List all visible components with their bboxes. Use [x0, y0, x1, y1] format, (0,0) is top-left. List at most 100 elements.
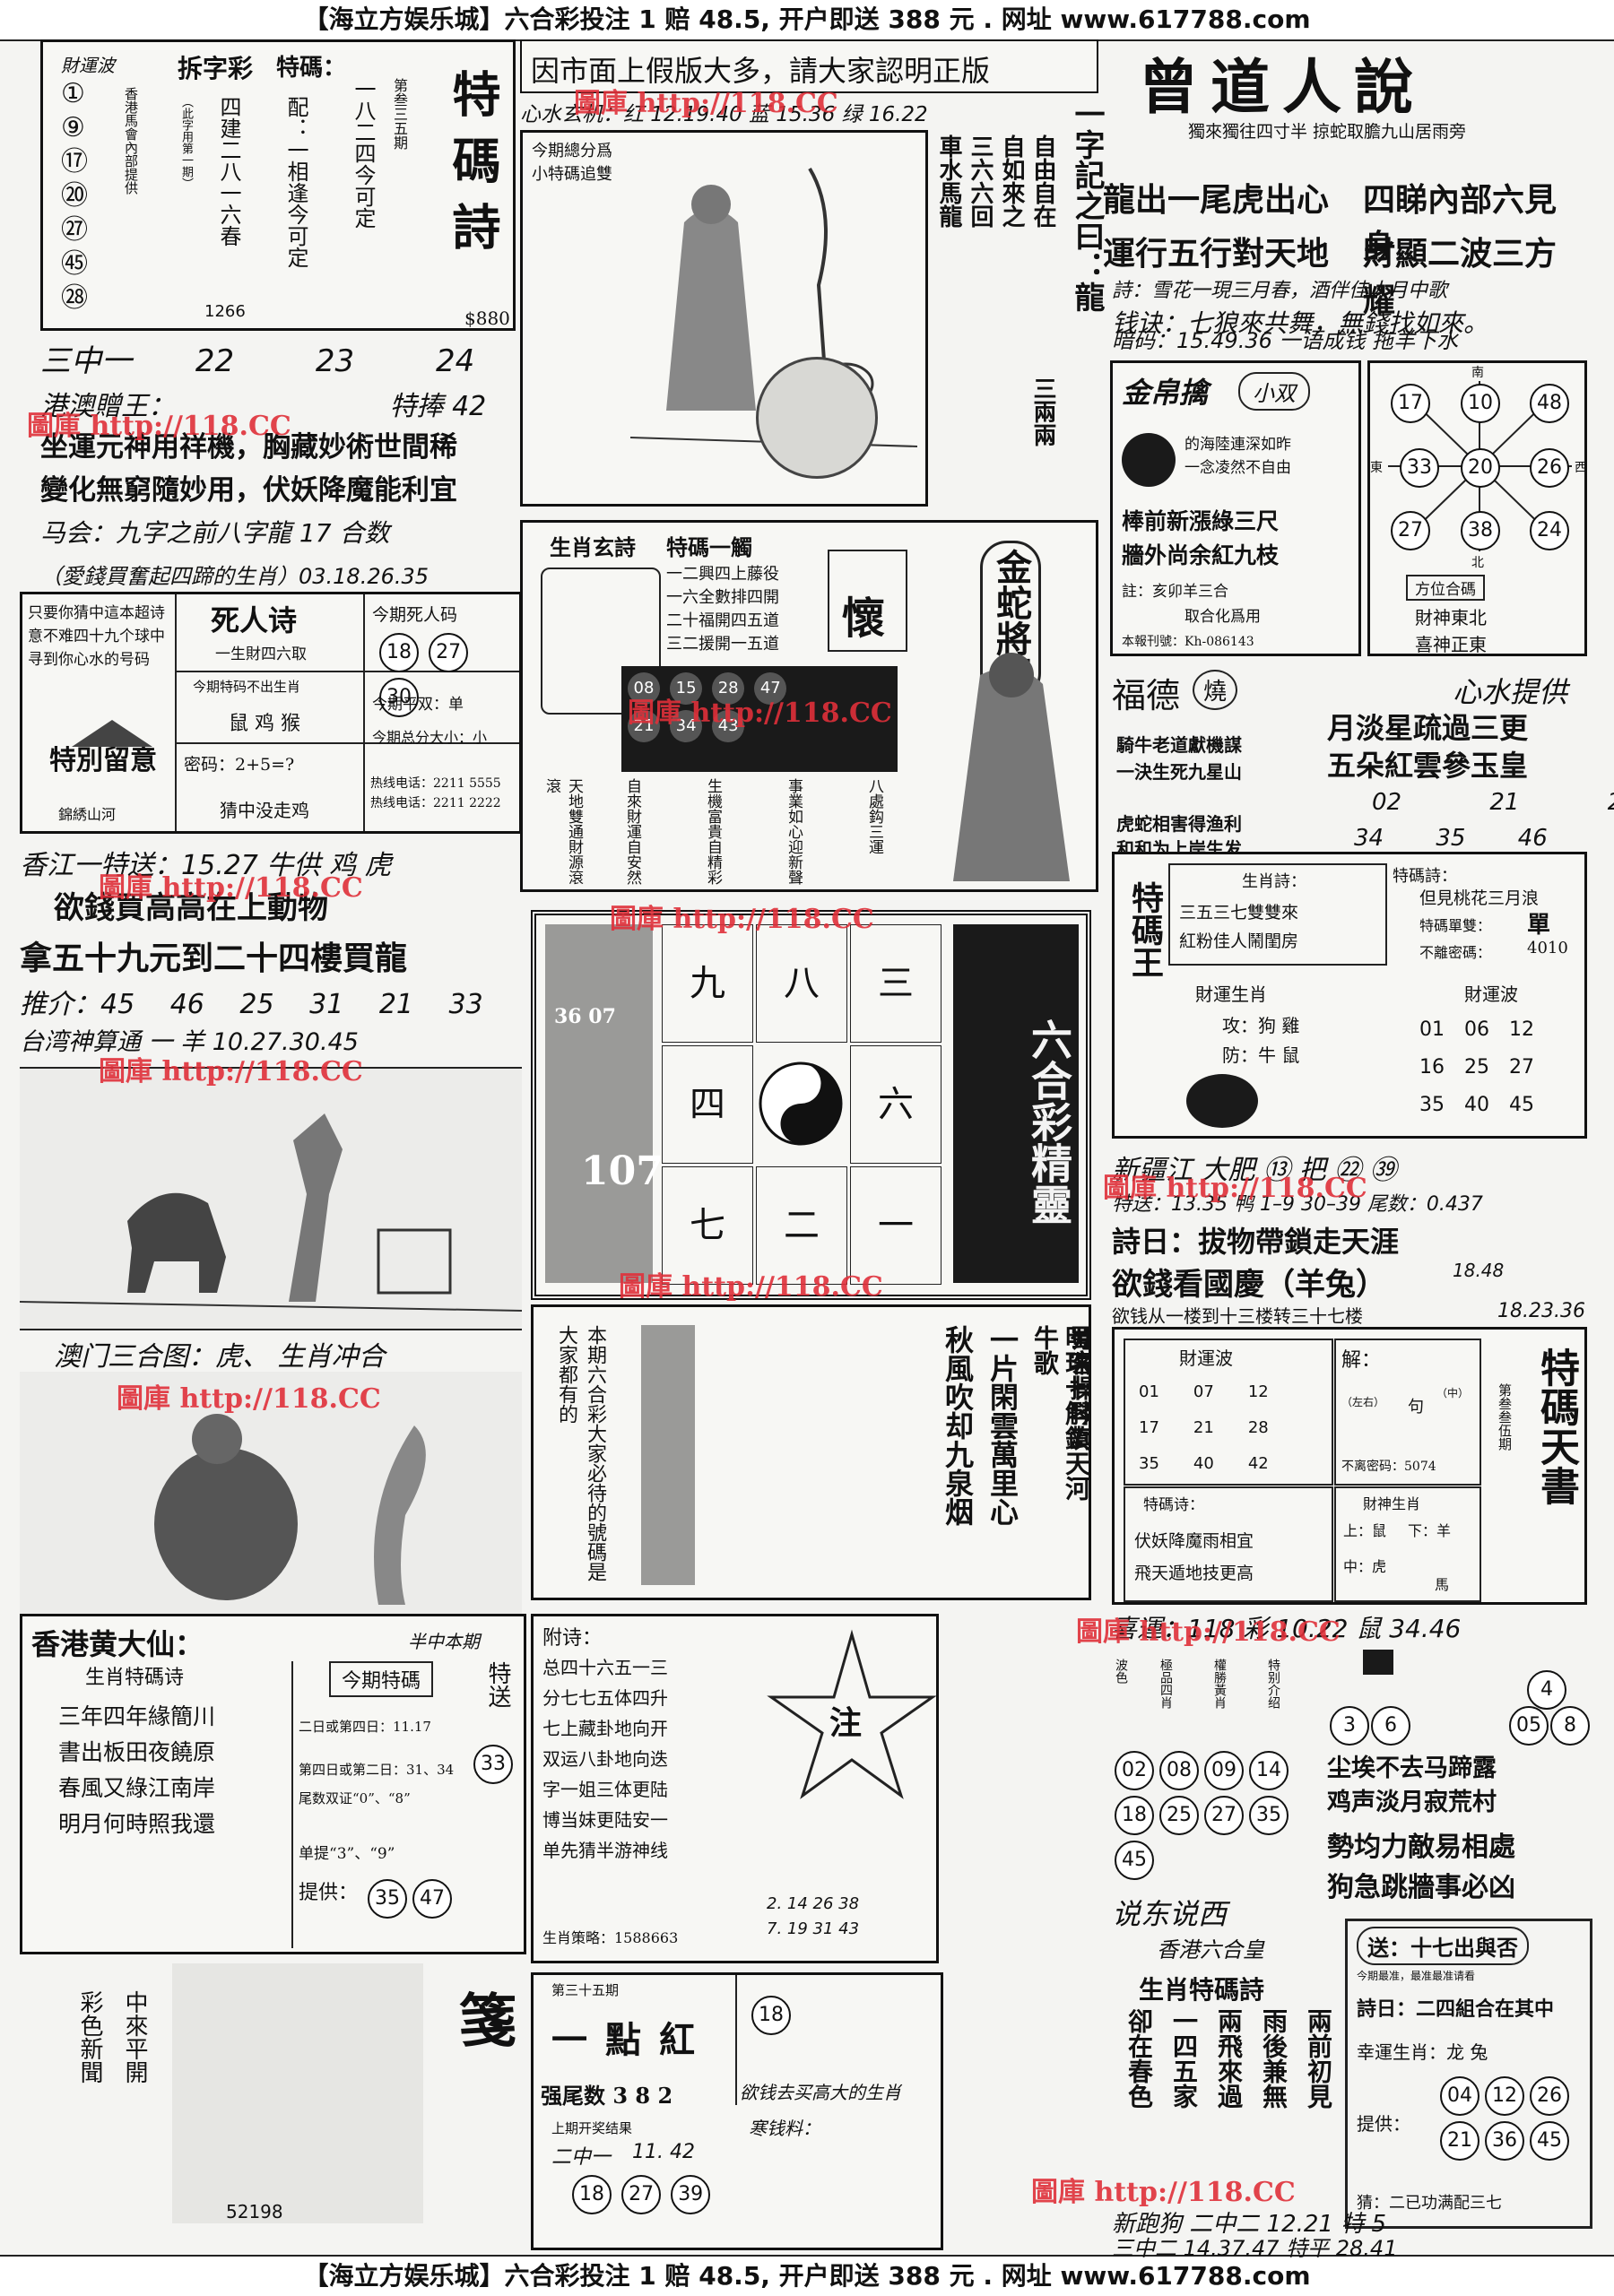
center-low-line: 总四十六五一三: [542, 1657, 668, 1678]
center-caption: 今期總分爲小特碼追雙: [532, 142, 612, 184]
vert-line-4: 自由自在: [1029, 134, 1056, 228]
bagua-cell: 七: [662, 1166, 753, 1285]
shengxiao-ball: 28: [712, 672, 745, 705]
watermark: 圖庫 http://118.CC: [27, 411, 291, 442]
shuodong-title: 说东说西: [1112, 1897, 1228, 1931]
compass-ball: 20: [1461, 448, 1500, 488]
death-intro-text: 只要你猜中這本超诗意不难四十九个球中寻到你心水的号码: [28, 604, 165, 669]
taiji-icon: [1122, 433, 1176, 487]
shengxiao-col: 八處鈎三運: [865, 778, 883, 854]
compass-ball: 27: [1391, 511, 1430, 550]
shengxiao-ball: 08: [628, 672, 660, 705]
jinpai-line: 一念凌然不自由: [1184, 459, 1291, 477]
wave-num: 16: [1419, 1056, 1445, 1079]
dianhong-ball: 27: [621, 2175, 662, 2214]
shuodong-poem-title: 生肖特碼詩: [1139, 1975, 1265, 2005]
shuodong-ball: 45: [1530, 2121, 1569, 2161]
compass-ball: 17: [1391, 384, 1430, 423]
xinjiang-line: 新疆江 大肥 ⑬ 把 ㉒ ㊴: [1112, 1155, 1397, 1186]
caishen: 財神東北: [1415, 607, 1487, 628]
xinjiang-money-n: 18.48: [1453, 1260, 1505, 1281]
fude-r1: 月淡星疏過三更: [1327, 711, 1529, 745]
split-char-value: 1266: [204, 302, 246, 321]
poem4: 明珠十斛鎮天河: [1062, 1325, 1091, 1501]
center-header: 因市面上假版大多，請大家認明正版: [520, 39, 1098, 93]
code-text: 密码：2+5=?: [184, 755, 295, 775]
tuijie-line: 推介：45 46 25 31 21 33: [20, 989, 483, 1020]
watermark: 圖庫 http://118.CC: [610, 904, 874, 935]
watermark: 圖庫 http://118.CC: [1031, 2177, 1296, 2208]
xiyun-ball: 18: [1115, 1796, 1154, 1835]
tianshu-wave-num: 07: [1193, 1382, 1214, 1401]
center-low-line: 单先猜半游神线: [542, 1840, 668, 1861]
wave-ball: ①: [61, 78, 85, 109]
gangao-tail: 特捧 42: [389, 391, 487, 422]
center-low-panel: 附诗： 总四十六五一三 分七七五体四升 七上藏卦地向开 双运八卦地向迭 字一姐三…: [531, 1614, 939, 1963]
center-low-line: 七上藏卦地向开: [542, 1718, 668, 1739]
wave-ball: ㊺: [61, 248, 88, 280]
xinjiang-panel: 新疆江 大肥 ⑬ 把 ㉒ ㊴ 特送：13.35 鸭 1–9 30–39 尾数：0…: [1112, 1148, 1587, 1327]
wong-poem-line: 春風又綠江南岸: [58, 1775, 216, 1801]
xinjiang-money: 欲錢看國慶（羊兔）: [1112, 1267, 1386, 1303]
zhu-nums: 2. 14 26 38: [767, 1894, 860, 1913]
xiyun-l1: 尘埃不去马蹄露: [1327, 1754, 1497, 1782]
seal-stamp: [756, 357, 878, 479]
watermark: 圖庫 http://118.CC: [628, 697, 892, 729]
watermark: 圖庫 http://118.CC: [619, 1271, 883, 1303]
dianhong-drawing: 18 27 39: [569, 2172, 713, 2217]
liu-code: 52198: [226, 2201, 283, 2222]
cy-title: 財運生肖: [1195, 983, 1267, 1005]
tema-label: 特碼：: [276, 55, 347, 82]
dianhong-panel: 第三十五期 一點紅 强尾数 3 8 2 上期开奖结果 二中一 11. 42 18…: [531, 1972, 943, 2250]
poem1: 秋風吹却九泉烟: [941, 1325, 975, 1526]
tianshu-wave-num: 42: [1247, 1454, 1269, 1473]
center-mid-text: 本期六合彩大家必待的號碼是大家都有的: [555, 1325, 606, 1581]
tianshu-cai-box: 財神生肖 上：鼠 下：羊 中：虎 馬: [1334, 1486, 1481, 1602]
bottom-banner[interactable]: 【海立方娱乐城】六合彩投注 1 赔 48.5, 开户即送 388 元 . 网址 …: [0, 2255, 1614, 2296]
wong-ball: 35: [368, 1879, 407, 1919]
death-ball: 30: [379, 678, 419, 717]
wave-num: 01: [1419, 1018, 1445, 1041]
death-poem-panel: 只要你猜中這本超诗意不难四十九个球中寻到你心水的号码 特別留意 錦綉山河 死人诗…: [20, 592, 522, 834]
center-mid-stripe: [641, 1325, 695, 1585]
jinpai-note: 註：亥卯羊三合: [1122, 583, 1228, 601]
fude-nums-2: 34 35 46: [1354, 825, 1548, 852]
xiyun-l2: 鸡声淡月寂荒村: [1327, 1789, 1497, 1816]
shuodong-sub: 香港六合皇: [1157, 1937, 1264, 1962]
tema-wang-panel: 特碼王 生肖詩： 三五三七雙雙來 紅粉佳人鬧閨房 特碼詩： 但見桃花三月浪 特碼…: [1112, 852, 1587, 1139]
wave-num: 12: [1509, 1018, 1534, 1041]
tianshu-wave-num: 01: [1139, 1382, 1159, 1401]
wave-ball: ⑳: [61, 180, 88, 212]
compass-ball: 33: [1400, 448, 1439, 488]
xiyun-col: 極品四肖: [1158, 1659, 1173, 1709]
shengxiao-line: 一六全數排四開: [666, 588, 779, 607]
tianshu-xia: 下：羊: [1408, 1522, 1452, 1539]
xishen: 喜神正東: [1415, 634, 1487, 655]
bagua-cell: 四: [662, 1045, 753, 1164]
defend: 防：牛 鼠: [1222, 1044, 1300, 1066]
tm-2: 特碼單雙：: [1419, 917, 1492, 934]
bagua-title: 六合彩精靈: [953, 924, 1079, 1283]
animals-text: 鼠 鸡 猴: [229, 713, 300, 735]
zengdao-title: 曾道人說: [1139, 52, 1426, 122]
liu-text-block: [172, 1963, 423, 2223]
xiyun-l3: 勢均力敵易相處: [1327, 1832, 1515, 1863]
hk-wongtaisin-panel: 香港黄大仙： 半中本期 生肖特碼诗 三年四年緣簡川 書出板田夜饒原 春風又綠江南…: [20, 1614, 526, 1954]
shengxiao-ball: 21: [628, 710, 660, 742]
fude-num: 34: [1354, 825, 1384, 852]
tm-title: 特碼詩：: [1393, 867, 1457, 886]
jinpai-line: 牆外尚余紅九枝: [1122, 542, 1280, 568]
fude-num: 02: [1372, 789, 1402, 816]
tm-3: 不離密碼：: [1419, 944, 1492, 961]
divider: [175, 671, 519, 672]
wong-poem-line: 三年四年緣簡川: [58, 1703, 216, 1729]
wave-ball: ⑨: [61, 112, 85, 143]
wong-tip: 提供：: [299, 1882, 359, 1904]
poem3: 蜀客操琴對牛歌: [1030, 1325, 1091, 1451]
top-banner[interactable]: 【海立方娱乐城】六合彩投注 1 赔 48.5, 开户即送 388 元 . 网址 …: [0, 0, 1614, 41]
shuodong-ball: 12: [1485, 2076, 1524, 2116]
xiyun-line: 喜運：118 彩 10.22 鼠 34.46: [1112, 1614, 1462, 1643]
